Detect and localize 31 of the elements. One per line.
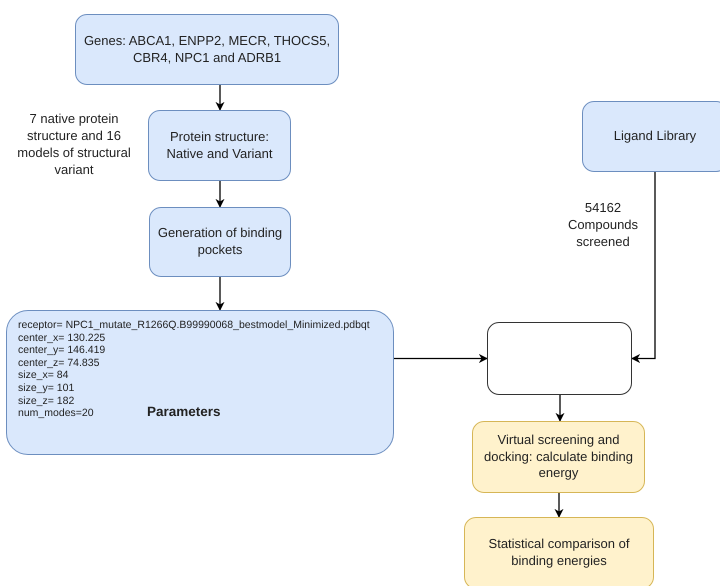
node-note: 7 native protein structure and 16 models of structural variant [16, 111, 132, 179]
process-box [75, 14, 339, 85]
node-label: Protein structure: Native and Variant [166, 128, 274, 162]
arrow [555, 395, 565, 422]
parameter-line: receptor= NPC1_mutate_R1266Q.B99990068_bestmodel_Minimized.pdbqt [18, 319, 370, 332]
result-box [472, 421, 645, 493]
parameters-panel [6, 310, 394, 455]
arrow [554, 493, 564, 518]
node-label: Generation of binding pockets [156, 225, 284, 259]
process-box [582, 101, 720, 172]
arrow [631, 172, 656, 364]
arrow [394, 354, 488, 364]
parameter-line: size_z= 182 [18, 394, 74, 408]
empty-process-box [487, 322, 632, 395]
node-label: Virtual screening and docking: calculate binding energy [483, 432, 634, 482]
process-box [148, 110, 291, 181]
node-label: Statistical comparison of binding energies [488, 536, 630, 570]
node-label: Genes: ABCA1, ENPP2, MECR, THOCS5, CBR4, NPC1 and ADRB1 [82, 32, 332, 66]
panel-title: Parameters [147, 403, 221, 421]
parameter-line: size_y= 101 [18, 382, 74, 395]
arrow [215, 181, 225, 208]
node-label: Ligand Library [614, 128, 696, 145]
parameter-line: center_z= 74.835 [18, 356, 100, 370]
result-box [464, 517, 654, 586]
parameter-line: center_y= 146.419 [18, 344, 106, 357]
arrow [215, 85, 225, 111]
parameter-line: size_x= 84 [18, 369, 68, 382]
process-box [149, 207, 291, 277]
parameter-line: center_x= 130.225 [18, 332, 106, 344]
arrow [215, 277, 225, 311]
parameter-line: num_modes=20 [18, 407, 94, 420]
